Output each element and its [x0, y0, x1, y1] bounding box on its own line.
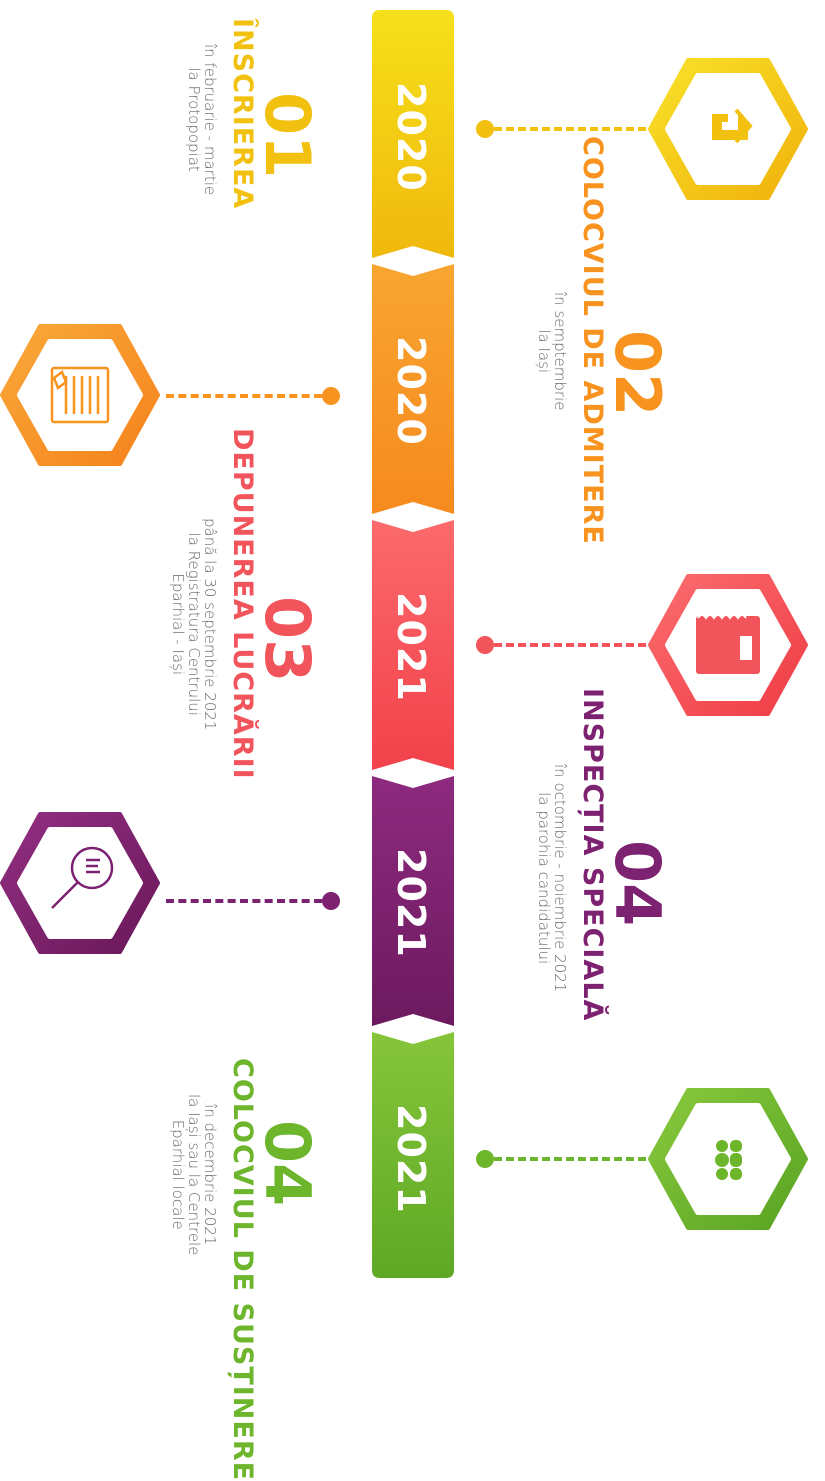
year-tab-4: 2021 [372, 776, 454, 1026]
notebook-icon [696, 614, 760, 674]
magnifier-document-icon [51, 846, 114, 909]
year-tab-5: 2021 [372, 1032, 454, 1278]
connector-dot-4 [322, 892, 340, 910]
step-1-number: 01 [251, 92, 324, 179]
year-label-1: 2020 [389, 82, 433, 192]
year-tab-3: 2021 [372, 520, 454, 770]
connector-dot-5 [476, 1150, 494, 1168]
group-people-icon [715, 1140, 742, 1180]
connector-dot-1 [476, 120, 494, 138]
connector-line-4 [166, 899, 322, 903]
step-3-number: 03 [251, 596, 324, 683]
step-2-number: 02 [601, 330, 674, 417]
connector-line-2 [166, 394, 322, 398]
year-tab-2: 2020 [372, 264, 454, 514]
hexagon-badge-4 [0, 812, 160, 954]
year-tab-1: 2020 [372, 10, 454, 258]
hexagon-badge-1 [648, 58, 808, 200]
connector-dot-2 [322, 387, 340, 405]
connector-line-1 [494, 127, 646, 131]
step-5-number: 04 [251, 1120, 324, 1207]
connector-dot-3 [476, 636, 494, 654]
house-upload-icon [712, 108, 753, 144]
step-4-title: INSPECȚIA SPECIALĂ [577, 688, 608, 1022]
step-3-title: DEPUNEREA LUCRĂRII [227, 428, 258, 780]
step-4-number: 04 [601, 840, 674, 927]
document-pencil-icon [50, 366, 110, 424]
step-5-description: în decembrie 2021 la Iași sau la Centrel… [169, 1094, 219, 1256]
year-label-4: 2021 [389, 848, 433, 958]
step-4-description: în octombrie - noiembrie 2021 la parohia… [535, 764, 569, 993]
connector-line-3 [494, 643, 646, 647]
hexagon-badge-3 [648, 574, 808, 716]
hexagon-badge-2 [0, 324, 160, 466]
step-1-title: ÎNSCRIEREA [227, 18, 258, 210]
step-3-description: până la 30 septembrie 2021 la Registratu… [169, 518, 219, 731]
hexagon-badge-5 [648, 1088, 808, 1230]
step-2-title: COLOCVIUL DE ADMITERE [577, 136, 608, 545]
connector-line-5 [494, 1157, 646, 1161]
year-label-2: 2020 [389, 336, 433, 446]
year-label-3: 2021 [389, 592, 433, 702]
year-label-5: 2021 [389, 1104, 433, 1214]
step-2-description: în semptembrie la Iași [535, 292, 569, 411]
step-1-description: în februarie - martie la Protopopiat [185, 44, 219, 196]
